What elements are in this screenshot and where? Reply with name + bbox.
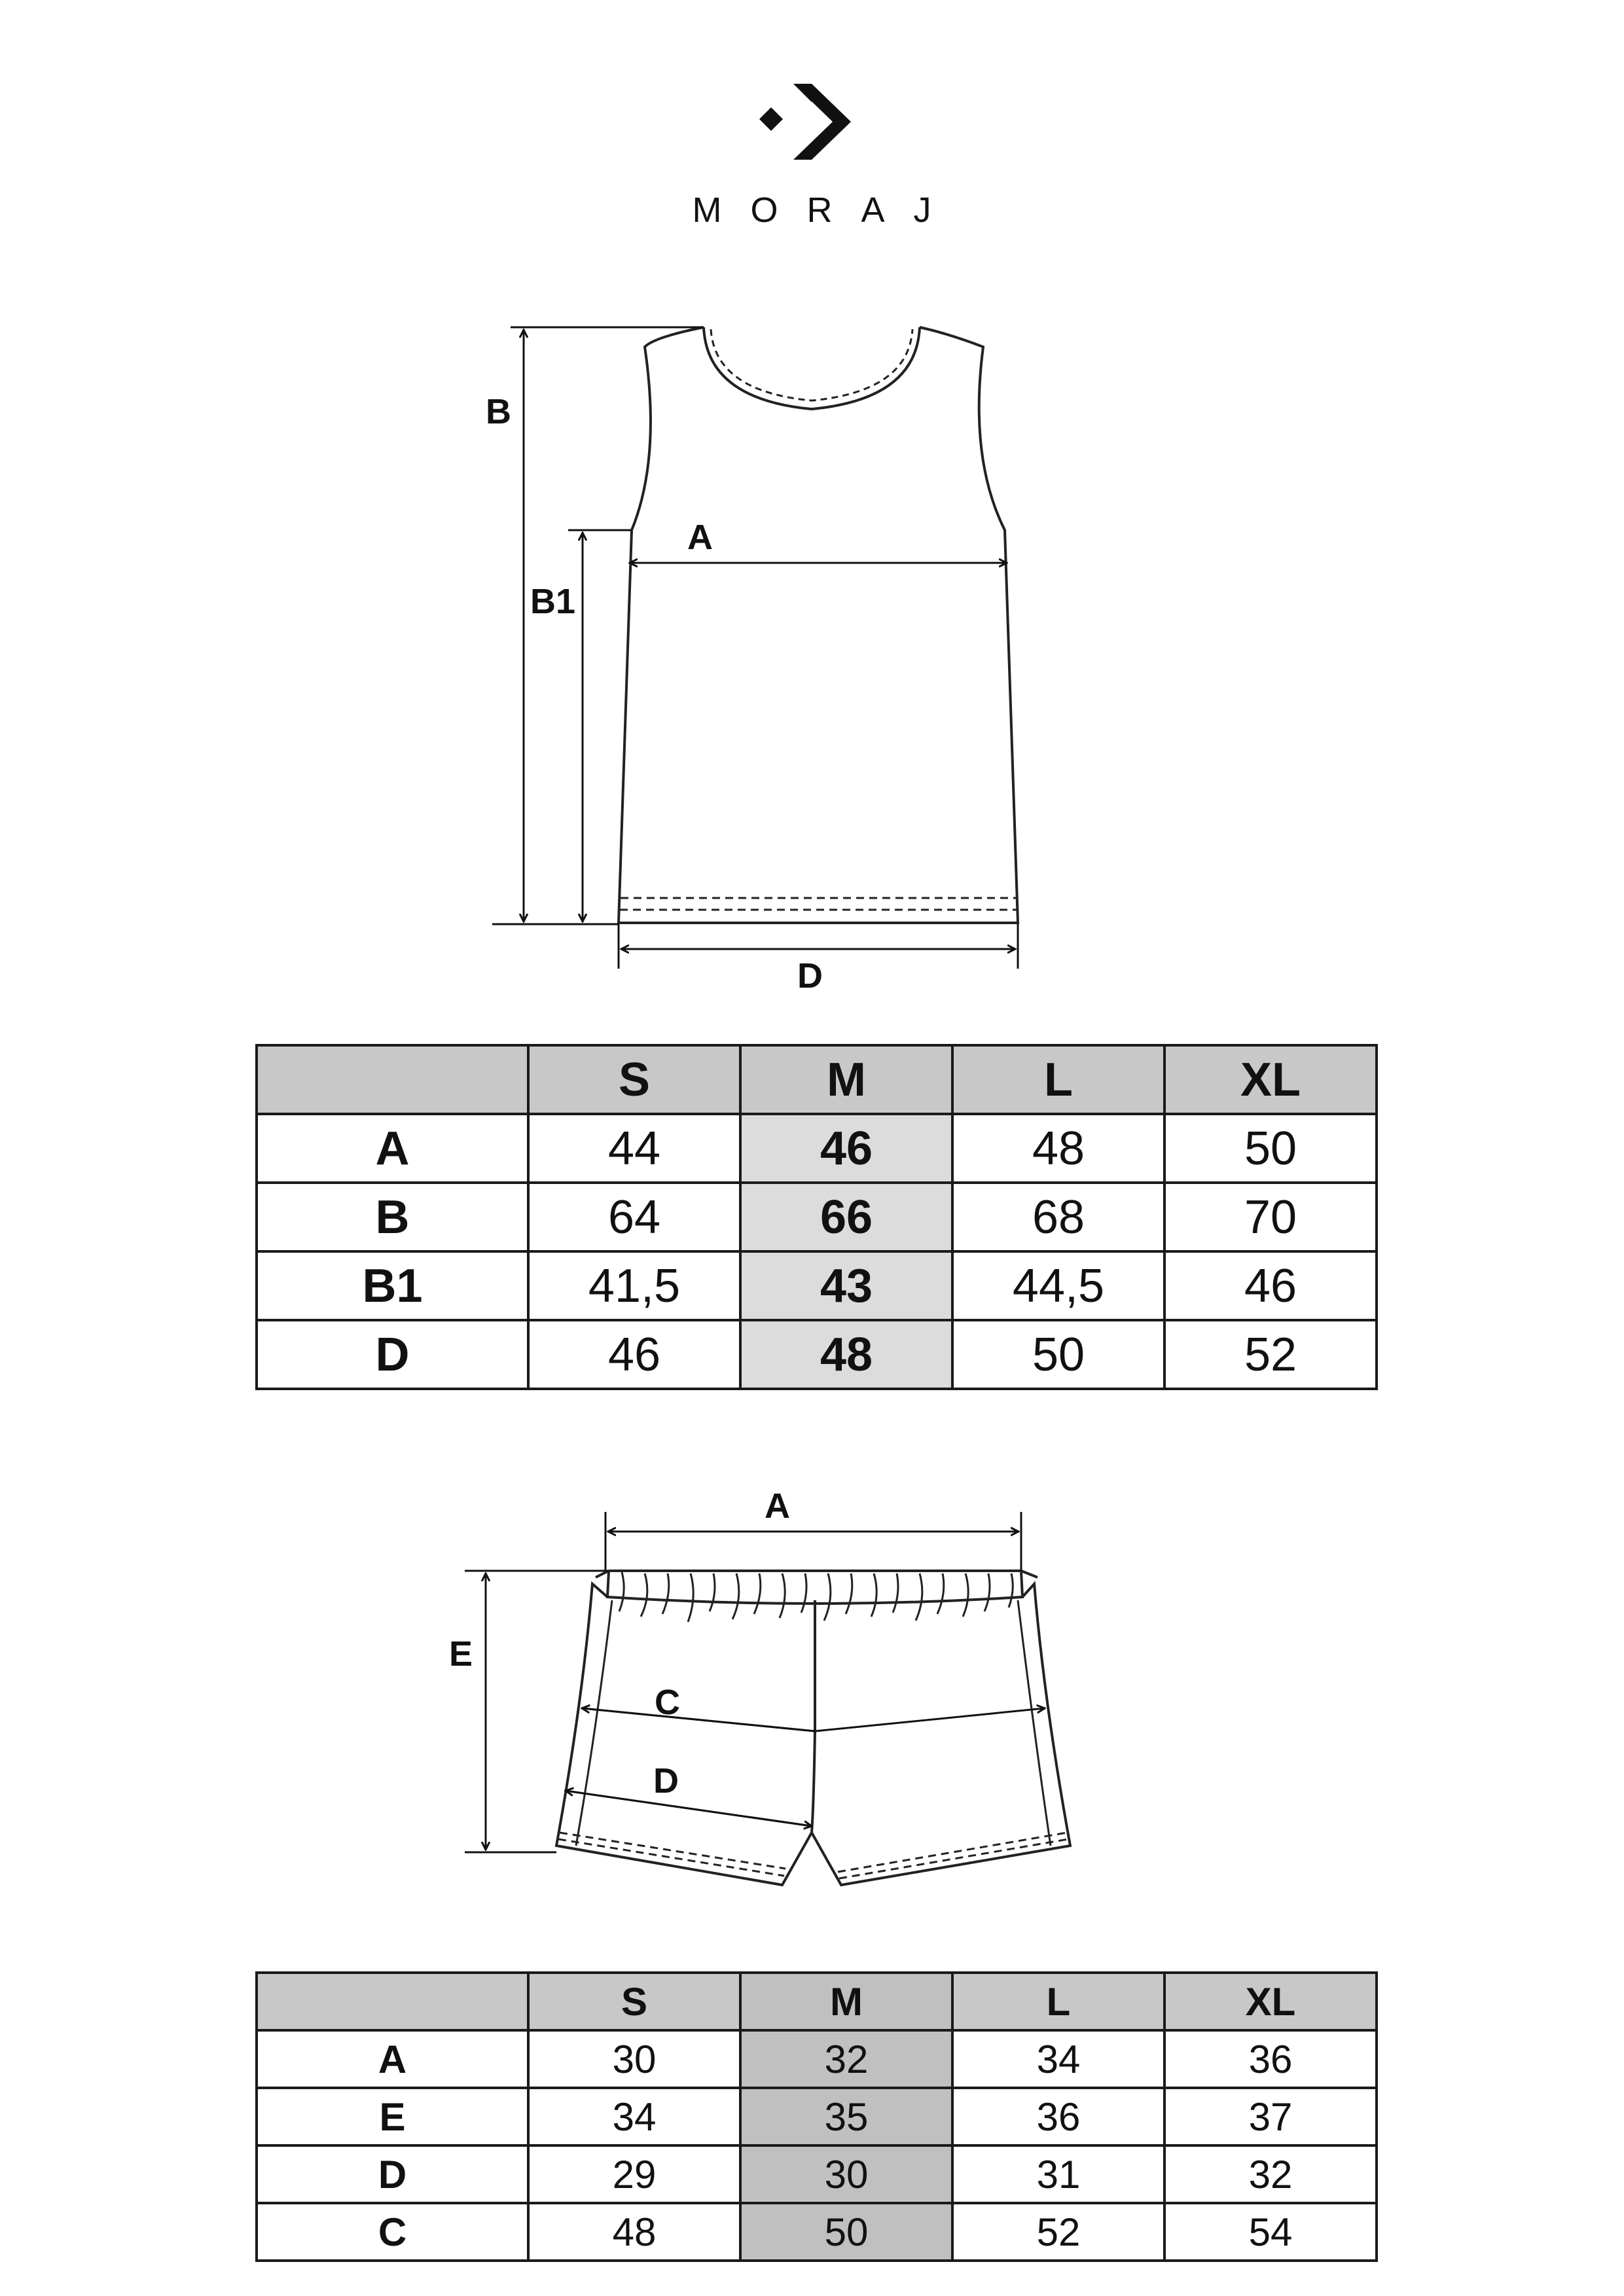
row-label: E (255, 2087, 530, 2147)
shorts-drawing (554, 1570, 1072, 1887)
row-label: B1 (255, 1250, 530, 1321)
table-cell: 68 (951, 1181, 1166, 1253)
header-cell: S (527, 1971, 742, 2032)
shorts-label-c: C (655, 1683, 680, 1722)
label-b: B (486, 392, 511, 431)
header-cell: L (951, 1971, 1166, 2032)
table-cell: 32 (1163, 2144, 1378, 2204)
shorts-size-table: S M L XL A 30 32 34 36 E 34 35 36 37 D 2… (255, 1971, 1378, 2262)
top-size-table: S M L XL A 44 46 48 50 B 64 66 68 70 B1 … (255, 1044, 1378, 1390)
header-cell: M (739, 1044, 954, 1115)
table-cell: 70 (1163, 1181, 1378, 1253)
table-cell: 36 (1163, 2029, 1378, 2089)
table-row: A 30 32 34 36 (255, 2029, 1378, 2089)
table-cell: 30 (739, 2144, 954, 2204)
table-cell: 50 (951, 1319, 1166, 1390)
table-cell: 50 (1163, 1113, 1378, 1184)
row-label: D (255, 1319, 530, 1390)
table-cell: 44 (527, 1113, 742, 1184)
header-cell: XL (1163, 1971, 1378, 2032)
header-cell (255, 1044, 530, 1115)
table-cell: 50 (739, 2202, 954, 2262)
shorts-label-a: A (765, 1486, 790, 1526)
table-cell: 34 (527, 2087, 742, 2147)
table-row: A 44 46 48 50 (255, 1113, 1378, 1184)
tank-top-drawing (617, 326, 1020, 924)
table-cell: 30 (527, 2029, 742, 2089)
brand-wordmark: MORAJ (692, 190, 960, 230)
row-label: C (255, 2202, 530, 2262)
table-cell: 43 (739, 1250, 954, 1321)
table-cell: 41,5 (527, 1250, 742, 1321)
table-cell: 46 (1163, 1250, 1378, 1321)
table-cell: 36 (951, 2087, 1166, 2147)
table-cell: 54 (1163, 2202, 1378, 2262)
header-cell: XL (1163, 1044, 1378, 1115)
table-header-row: S M L XL (255, 1971, 1378, 2032)
table-cell: 48 (527, 2202, 742, 2262)
table-cell: 48 (739, 1319, 954, 1390)
table-cell: 35 (739, 2087, 954, 2147)
tank-top-dimensions (492, 326, 1019, 969)
table-row: E 34 35 36 37 (255, 2087, 1378, 2147)
table-cell: 34 (951, 2029, 1166, 2089)
table-cell: 66 (739, 1181, 954, 1253)
label-a: A (687, 518, 713, 557)
row-label: D (255, 2144, 530, 2204)
table-row: B 64 66 68 70 (255, 1181, 1378, 1253)
header-cell: M (739, 1971, 954, 2032)
table-cell: 52 (1163, 1319, 1378, 1390)
table-cell: 64 (527, 1181, 742, 1253)
shorts-dimensions (465, 1512, 1045, 1854)
row-label: B (255, 1181, 530, 1253)
table-cell: 48 (951, 1113, 1166, 1184)
chevron-diamond-logo-icon (759, 84, 851, 160)
header-cell: L (951, 1044, 1166, 1115)
header-cell (255, 1971, 530, 2032)
table-cell: 29 (527, 2144, 742, 2204)
table-header-row: S M L XL (255, 1044, 1378, 1115)
table-row: C 48 50 52 54 (255, 2202, 1378, 2262)
table-row: D 46 48 50 52 (255, 1319, 1378, 1390)
table-cell: 32 (739, 2029, 954, 2089)
label-b1: B1 (530, 582, 576, 621)
row-label: A (255, 1113, 530, 1184)
table-cell: 52 (951, 2202, 1166, 2262)
table-cell: 44,5 (951, 1250, 1166, 1321)
table-row: D 29 30 31 32 (255, 2144, 1378, 2204)
table-cell: 46 (739, 1113, 954, 1184)
table-cell: 46 (527, 1319, 742, 1390)
shorts-label-e: E (449, 1634, 473, 1674)
label-d: D (797, 956, 823, 996)
table-cell: 31 (951, 2144, 1166, 2204)
header-cell: S (527, 1044, 742, 1115)
table-row: B1 41,5 43 44,5 46 (255, 1250, 1378, 1321)
row-label: A (255, 2029, 530, 2089)
shorts-label-d: D (653, 1761, 679, 1801)
table-cell: 37 (1163, 2087, 1378, 2147)
